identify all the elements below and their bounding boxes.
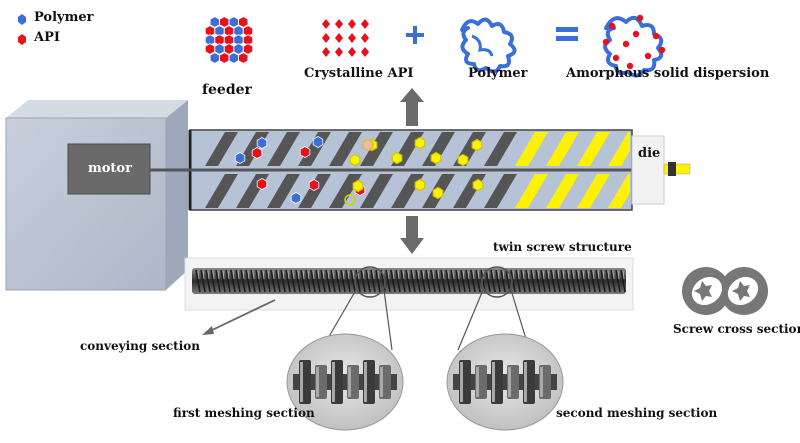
- feeder-label: feeder: [202, 82, 252, 98]
- first-meshing-zoom: [286, 333, 404, 431]
- api-legend-hex: [18, 34, 26, 45]
- polymer-legend-hex: [18, 14, 26, 25]
- motor-housing: [5, 100, 188, 291]
- barrel-particles: [234, 136, 484, 206]
- second-meshing-zoom: [446, 333, 564, 431]
- first-meshing-label: first meshing section: [173, 406, 315, 420]
- second-meshing-label: second meshing section: [556, 406, 718, 420]
- die-label: die: [638, 146, 661, 161]
- extrudate: [663, 163, 691, 175]
- legend-polymer-label: Polymer: [34, 10, 94, 25]
- cross-section-label: Screw cross section: [673, 322, 800, 336]
- legend-api-label: API: [34, 30, 60, 45]
- amorphous-dispersion-icon: [602, 14, 666, 78]
- up-arrow-icon: [400, 88, 424, 126]
- motor-label: motor: [88, 161, 132, 176]
- die-block: [631, 135, 665, 205]
- first-meshing-marker: [354, 266, 386, 298]
- twin-screw-label: twin screw structure: [493, 240, 632, 254]
- second-meshing-marker: [481, 266, 513, 298]
- crystalline-api-label: Crystalline API: [304, 66, 414, 81]
- screw-cross-section-icon: [682, 267, 768, 315]
- crystalline-api-diamonds: [322, 19, 369, 57]
- feeder-hex-cluster: [204, 16, 254, 64]
- conveying-label: conveying section: [80, 339, 200, 353]
- amorphous-label: Amorphous solid dispersion: [566, 66, 770, 81]
- polymer-chain-icon: [460, 17, 517, 74]
- down-arrow-icon: [400, 216, 424, 254]
- equals-icon: [556, 27, 578, 32]
- polymer-label: Polymer: [468, 66, 528, 81]
